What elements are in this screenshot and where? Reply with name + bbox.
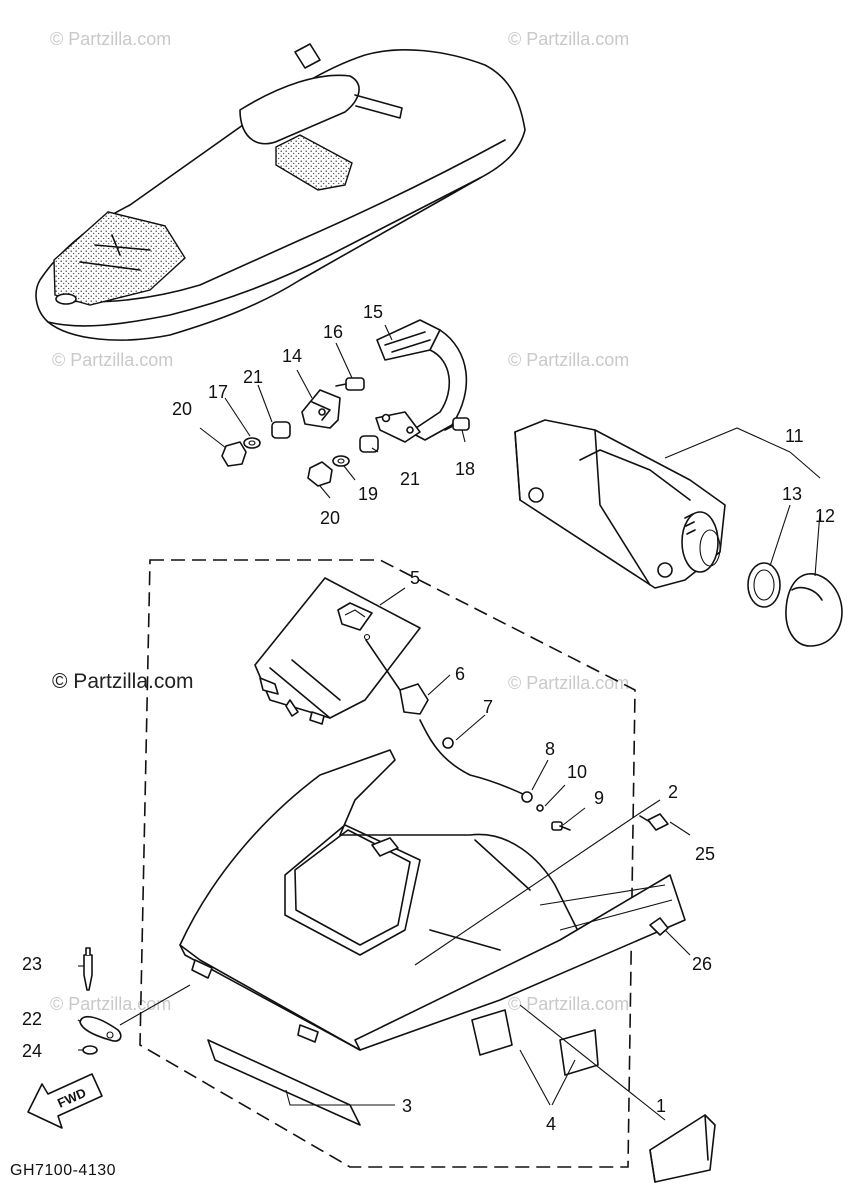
bracket-group bbox=[221, 319, 470, 487]
fwd-arrow: FWD bbox=[27, 1073, 103, 1129]
callout-17: 17 bbox=[208, 382, 228, 402]
callout-15: 15 bbox=[363, 302, 383, 322]
callout-10: 10 bbox=[567, 762, 587, 782]
bracket-1 bbox=[649, 1114, 716, 1183]
callout-layer: 15 16 14 21 17 20 18 21 19 20 11 13 12 5… bbox=[22, 302, 835, 1134]
watermark: © Partzilla.com bbox=[508, 673, 629, 693]
right-screws bbox=[639, 813, 669, 936]
watermark: © Partzilla.com bbox=[52, 350, 173, 370]
leader-lines bbox=[77, 324, 821, 1121]
left-hardware bbox=[79, 947, 122, 1055]
callout-14: 14 bbox=[282, 346, 302, 366]
hood-panel bbox=[179, 749, 686, 1126]
diagram-code: GH7100-4130 bbox=[10, 1162, 116, 1179]
callout-6: 6 bbox=[455, 664, 465, 684]
callout-9: 9 bbox=[594, 788, 604, 808]
callout-21: 21 bbox=[243, 367, 263, 387]
watermark: © Partzilla.com bbox=[50, 994, 171, 1014]
callout-24: 24 bbox=[22, 1041, 42, 1061]
callout-20: 20 bbox=[172, 399, 192, 419]
callout-23: 23 bbox=[22, 954, 42, 974]
callout-21: 21 bbox=[400, 469, 420, 489]
callout-1: 1 bbox=[656, 1096, 666, 1116]
watermark: © Partzilla.com bbox=[508, 350, 629, 370]
storage-cover bbox=[254, 577, 571, 831]
callout-2: 2 bbox=[668, 782, 678, 802]
callout-18: 18 bbox=[455, 459, 475, 479]
watermark-main: © Partzilla.com bbox=[52, 670, 194, 693]
callout-7: 7 bbox=[483, 697, 493, 717]
callout-26: 26 bbox=[692, 954, 712, 974]
callout-19: 19 bbox=[358, 484, 378, 504]
callout-16: 16 bbox=[323, 322, 343, 342]
watermark: © Partzilla.com bbox=[508, 994, 629, 1014]
callout-25: 25 bbox=[695, 844, 715, 864]
watercraft-overview bbox=[35, 43, 526, 341]
callout-8: 8 bbox=[545, 739, 555, 759]
assembly-outline bbox=[139, 559, 636, 1168]
watermark: © Partzilla.com bbox=[508, 29, 629, 49]
callout-22: 22 bbox=[22, 1009, 42, 1029]
callout-4: 4 bbox=[546, 1114, 556, 1134]
callout-13: 13 bbox=[782, 484, 802, 504]
callout-20: 20 bbox=[320, 508, 340, 528]
callout-5: 5 bbox=[410, 568, 420, 588]
watermark-layer: © Partzilla.com © Partzilla.com © Partzi… bbox=[50, 29, 629, 1014]
watermark: © Partzilla.com bbox=[50, 29, 171, 49]
storage-tube bbox=[514, 419, 843, 647]
callout-3: 3 bbox=[402, 1096, 412, 1116]
callout-12: 12 bbox=[815, 506, 835, 526]
callout-11: 11 bbox=[785, 426, 804, 446]
